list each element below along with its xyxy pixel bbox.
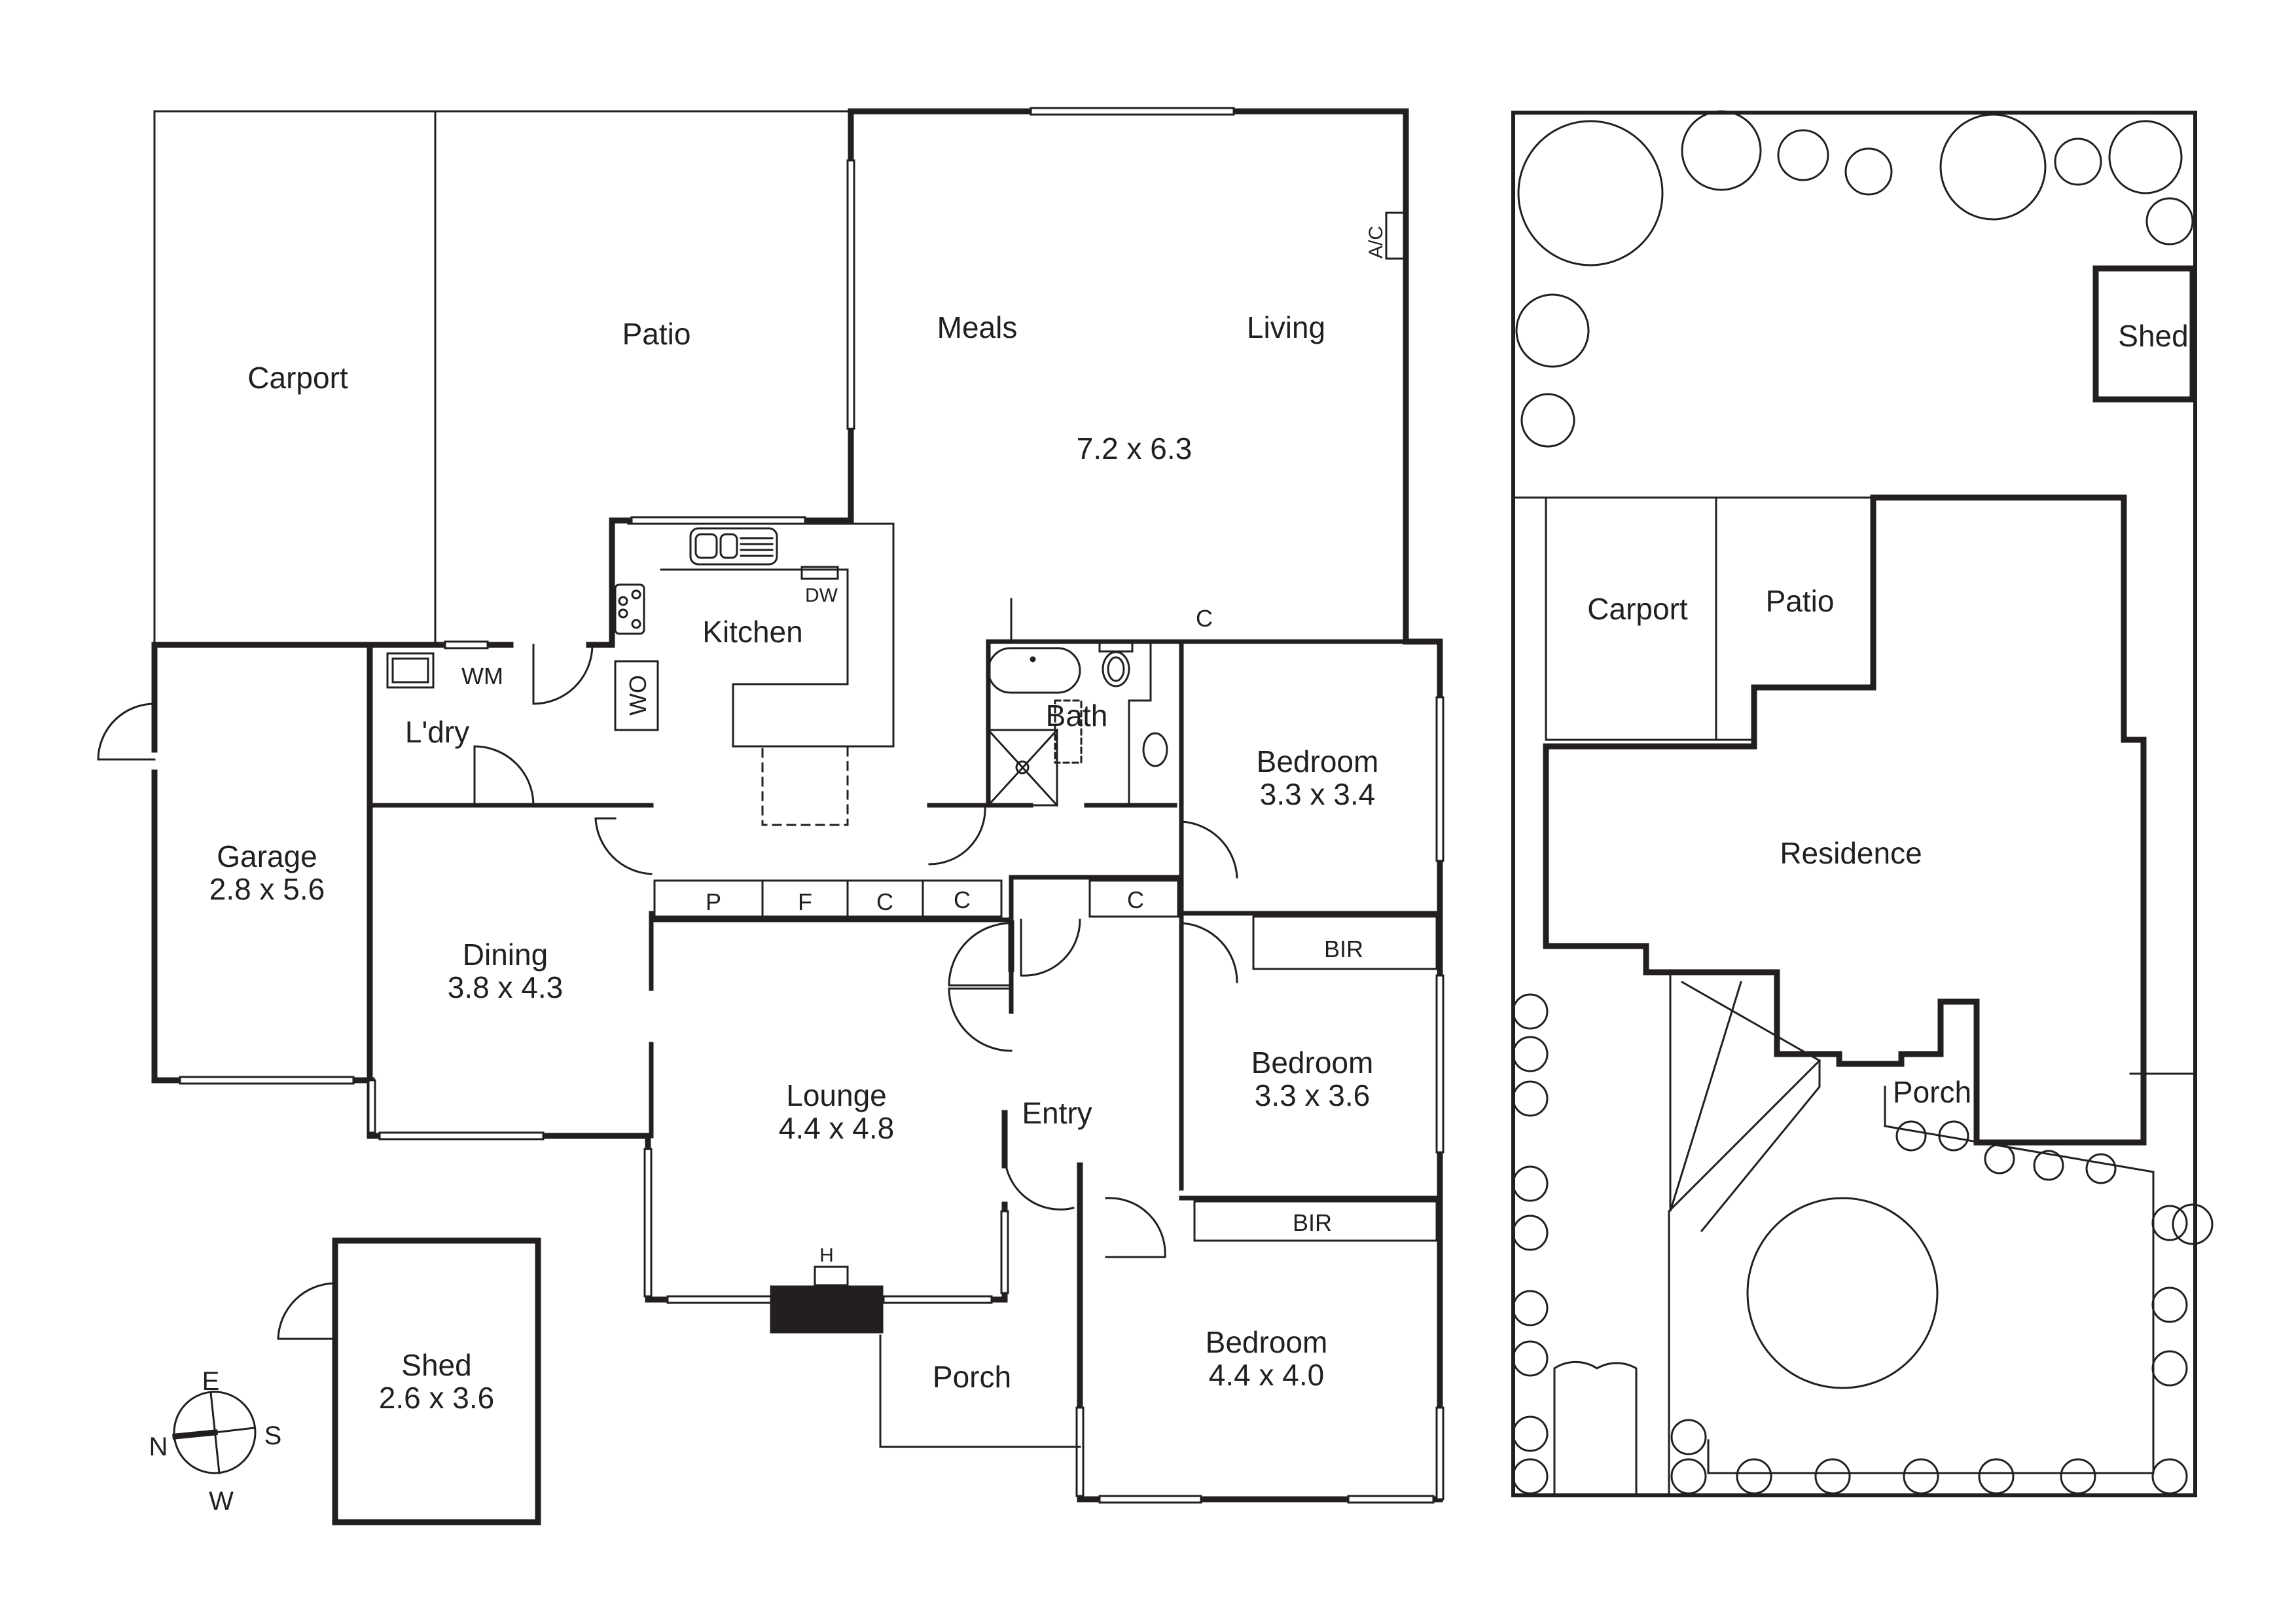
compass-n: N <box>149 1432 168 1461</box>
room-dims-garage: 2.8 x 5.6 <box>209 872 325 906</box>
room-dims-lounge: 4.4 x 4.8 <box>778 1111 895 1145</box>
bath-fixtures <box>986 640 1168 807</box>
bir-label-2: BIR <box>1292 1209 1333 1236</box>
site-label-carport: Carport <box>1587 592 1688 626</box>
door-swings <box>97 644 1238 1258</box>
room-label-bedroom-2: Bedroom <box>1251 1046 1374 1080</box>
room-label-carport: Carport <box>247 361 348 395</box>
site-shrubs <box>1512 993 2214 1495</box>
room-dims-bedroom-1: 3.3 x 3.4 <box>1259 777 1376 811</box>
compass-rose <box>172 1391 257 1474</box>
fixture-label-ac: A/C <box>1365 225 1387 259</box>
site-residence-outline <box>1543 494 2147 1146</box>
sink <box>689 527 778 566</box>
site-label-shed: Shed <box>2118 319 2189 353</box>
room-label-entry: Entry <box>1022 1096 1092 1130</box>
room-label-shed: Shed <box>401 1348 472 1382</box>
room-label-bedroom-3: Bedroom <box>1205 1325 1328 1359</box>
compass-s: S <box>264 1421 282 1450</box>
compass-e: E <box>202 1367 220 1396</box>
cupboard-label-c3: C <box>1127 886 1144 913</box>
kitchen-island-outline <box>761 745 849 826</box>
site-label-patio: Patio <box>1765 584 1835 618</box>
room-label-living: Living <box>1246 310 1326 344</box>
room-dims-bedroom-2: 3.3 x 3.6 <box>1254 1078 1371 1112</box>
room-label-meals: Meals <box>937 310 1018 344</box>
room-label-bath: Bath <box>1045 699 1108 733</box>
room-dims-bedroom-3: 4.4 x 4.0 <box>1208 1358 1325 1392</box>
site-label-porch: Porch <box>1892 1075 1972 1109</box>
room-label-bedroom-1: Bedroom <box>1256 744 1379 778</box>
cupboard-label-pantry: P <box>705 888 722 915</box>
laundry-tub <box>386 652 435 689</box>
room-dims-shed: 2.6 x 3.6 <box>378 1381 495 1415</box>
room-label-lounge: Lounge <box>786 1078 887 1112</box>
fixture-label-dw: DW <box>805 585 838 606</box>
cupboard-label-c2: C <box>954 886 971 913</box>
room-label-garage: Garage <box>217 839 317 873</box>
site-thin-lines <box>1512 496 2197 1497</box>
cupboard-label-c1: C <box>876 888 893 915</box>
room-label-kitchen: Kitchen <box>702 615 803 649</box>
windows <box>179 107 1444 1504</box>
interior-walls <box>367 639 1443 1201</box>
heater-hearth <box>770 1285 884 1334</box>
fixture-label-wo: WO <box>624 675 651 716</box>
site-shed <box>2092 265 2196 403</box>
bir-label-1: BIR <box>1323 936 1364 962</box>
room-dims-dining: 3.8 x 4.3 <box>447 970 564 1004</box>
porch-outline <box>879 1334 1081 1448</box>
ac-unit <box>1385 211 1407 260</box>
cupboard-label-c-hall: C <box>1196 605 1213 632</box>
heater-unit <box>814 1266 849 1286</box>
cooktop <box>614 583 645 635</box>
room-label-porch: Porch <box>932 1360 1012 1394</box>
compass-w: W <box>209 1487 234 1516</box>
fixture-label-wm: WM <box>461 663 503 689</box>
dishwasher <box>800 566 839 580</box>
site-label-residence: Residence <box>1780 836 1922 870</box>
room-label-dining: Dining <box>462 938 548 972</box>
room-label-patio: Patio <box>622 317 691 351</box>
room-label-laundry: L'dry <box>404 715 470 749</box>
joinery <box>614 522 1438 1242</box>
site-boundary <box>1511 111 2197 1497</box>
shed-outline <box>332 1237 541 1525</box>
room-dims-living: 7.2 x 6.3 <box>1076 431 1193 465</box>
site-trees <box>1515 110 2194 1389</box>
cupboard-label-fridge: F <box>798 888 812 915</box>
heater-label: H <box>819 1245 834 1266</box>
